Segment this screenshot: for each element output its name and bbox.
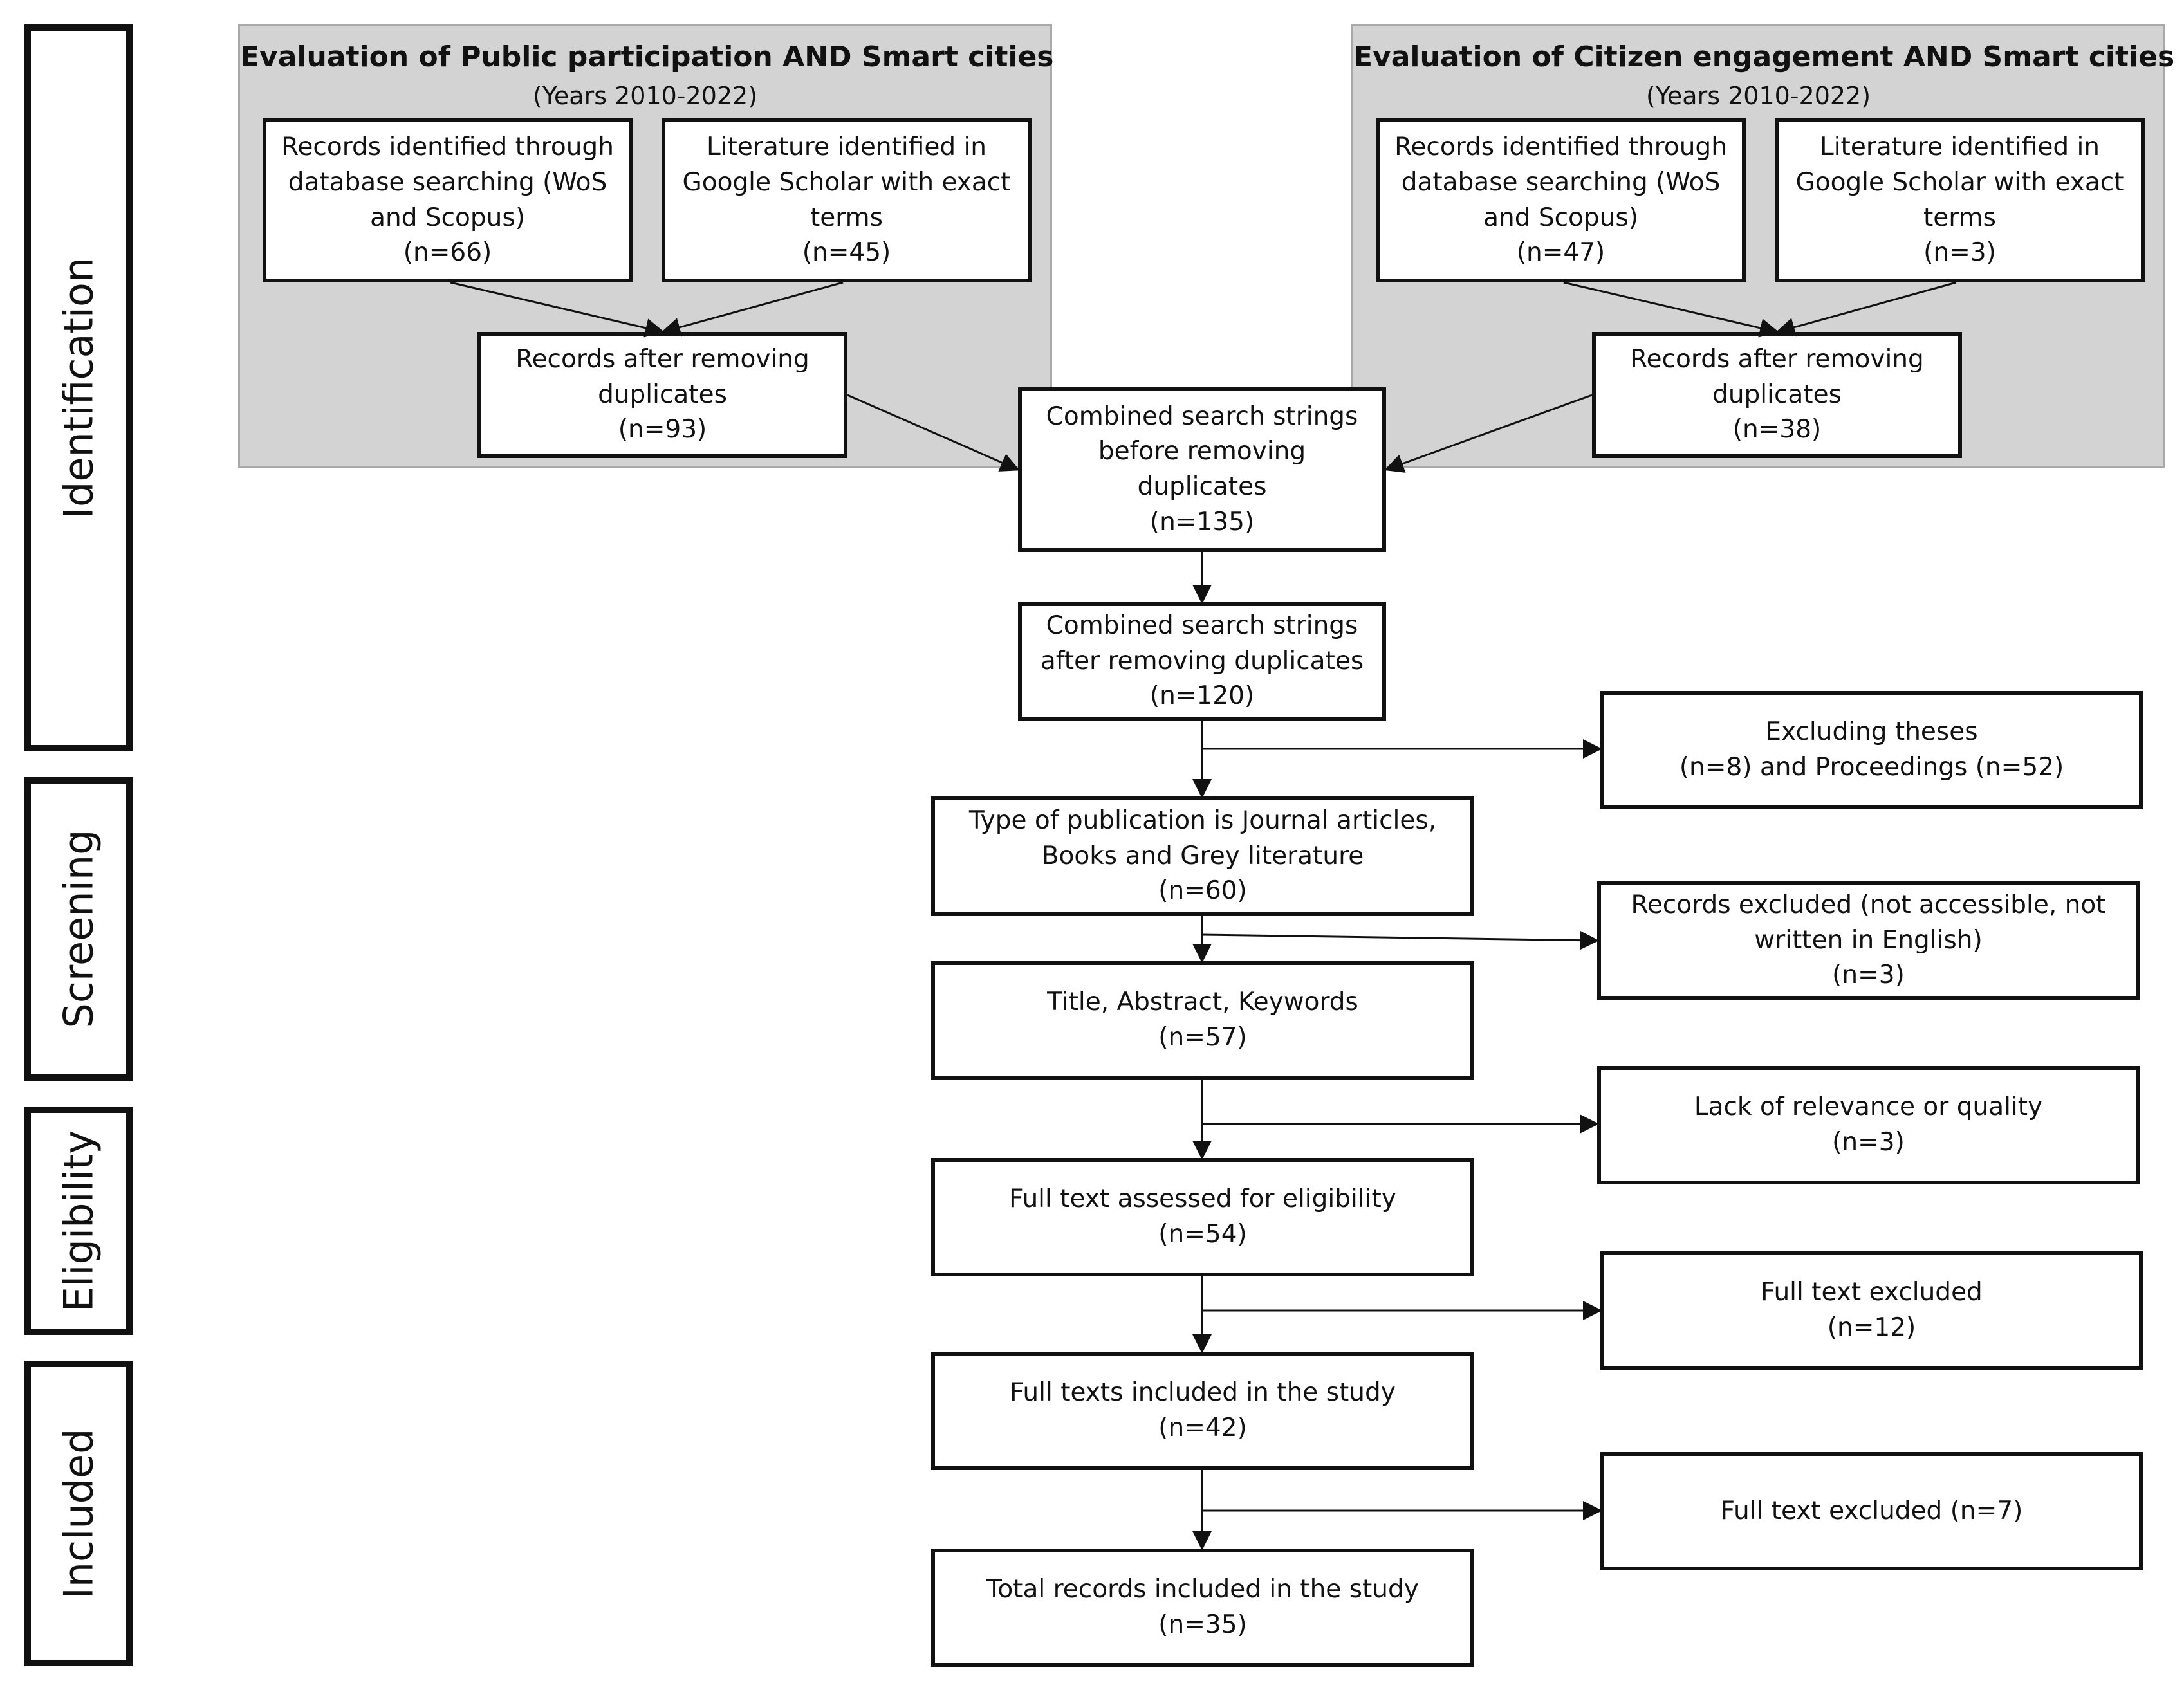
right-after-duplicates-box: Records after removing duplicates (n=38) bbox=[1592, 332, 1962, 458]
publication-type-box: Type of publication is Journal articles,… bbox=[931, 796, 1474, 916]
exclusion-relevance-count: (n=3) bbox=[1832, 1128, 1905, 1157]
left-scholar-box: Literature identified in Google Scholar … bbox=[662, 118, 1032, 282]
right-after-duplicates-text: Records after removing duplicates bbox=[1630, 345, 1924, 409]
exclusion-relevance-text: Lack of relevance or quality bbox=[1694, 1092, 2043, 1122]
exclusion-not-accessible-text: Records excluded (not accessible, not wr… bbox=[1631, 890, 2106, 955]
right-scholar-count: (n=3) bbox=[1923, 238, 1996, 268]
right-group-title: Evaluation of Citizen engagement AND Sma… bbox=[1353, 41, 2175, 73]
combined-before-box: Combined search strings before removing … bbox=[1018, 387, 1386, 552]
stage-identification: Identification bbox=[24, 24, 133, 751]
right-after-duplicates-count: (n=38) bbox=[1732, 415, 1822, 445]
right-scholar-box: Literature identified in Google Scholar … bbox=[1775, 118, 2145, 282]
combined-after-text: Combined search strings after removing d… bbox=[1040, 611, 1364, 676]
combined-before-count: (n=135) bbox=[1149, 507, 1255, 537]
stage-eligibility: Eligibility bbox=[24, 1107, 133, 1335]
exclusion-full-text-12-text: Full text excluded bbox=[1761, 1278, 1983, 1307]
full-text-assessed-box: Full text assessed for eligibility (n=54… bbox=[931, 1158, 1474, 1276]
exclusion-theses-box: Excluding theses (n=8) and Proceedings (… bbox=[1600, 691, 2143, 809]
combined-before-text: Combined search strings before removing … bbox=[1046, 401, 1358, 501]
left-after-duplicates-text: Records after removing duplicates bbox=[515, 345, 810, 409]
full-text-assessed-text: Full text assessed for eligibility bbox=[1009, 1184, 1396, 1214]
exclusion-full-text-12-box: Full text excluded (n=12) bbox=[1600, 1251, 2143, 1370]
stage-included: Included bbox=[24, 1361, 133, 1666]
publication-type-text: Type of publication is Journal articles,… bbox=[968, 806, 1437, 870]
title-abstract-text: Title, Abstract, Keywords bbox=[1047, 988, 1358, 1017]
stage-identification-label: Identification bbox=[55, 257, 102, 519]
right-scholar-text: Literature identified in Google Scholar … bbox=[1795, 133, 2124, 232]
exclusion-relevance-box: Lack of relevance or quality (n=3) bbox=[1597, 1066, 2140, 1184]
full-texts-included-text: Full texts included in the study bbox=[1010, 1378, 1396, 1408]
total-included-text: Total records included in the study bbox=[986, 1575, 1419, 1605]
right-db-records-text: Records identified through database sear… bbox=[1394, 133, 1727, 232]
left-db-records-count: (n=66) bbox=[403, 238, 492, 268]
left-scholar-text: Literature identified in Google Scholar … bbox=[682, 133, 1011, 232]
right-db-records-count: (n=47) bbox=[1516, 238, 1606, 268]
left-after-duplicates-box: Records after removing duplicates (n=93) bbox=[477, 332, 847, 458]
stage-included-label: Included bbox=[55, 1428, 102, 1599]
full-texts-included-box: Full texts included in the study (n=42) bbox=[931, 1352, 1474, 1470]
left-scholar-count: (n=45) bbox=[802, 238, 891, 268]
publication-type-count: (n=60) bbox=[1158, 876, 1247, 906]
left-group-years: (Years 2010-2022) bbox=[532, 82, 758, 110]
arrow-to-exclusion-not-accessible bbox=[1201, 930, 1599, 950]
title-abstract-count: (n=57) bbox=[1158, 1023, 1247, 1052]
left-after-duplicates-count: (n=93) bbox=[618, 415, 707, 445]
combined-after-count: (n=120) bbox=[1149, 681, 1255, 711]
full-texts-included-count: (n=42) bbox=[1158, 1413, 1247, 1442]
stage-screening: Screening bbox=[24, 777, 133, 1081]
total-included-count: (n=35) bbox=[1158, 1610, 1247, 1639]
combined-after-box: Combined search strings after removing d… bbox=[1018, 602, 1386, 721]
left-group-title: Evaluation of Public participation AND S… bbox=[240, 41, 1054, 73]
stage-screening-label: Screening bbox=[55, 829, 102, 1029]
stage-eligibility-label: Eligibility bbox=[55, 1130, 102, 1312]
exclusion-theses-text: Excluding theses bbox=[1765, 717, 1978, 747]
exclusion-full-text-12-count: (n=12) bbox=[1827, 1313, 1916, 1342]
full-text-assessed-count: (n=54) bbox=[1158, 1220, 1247, 1249]
left-db-records-text: Records identified through database sear… bbox=[281, 133, 614, 232]
total-included-box: Total records included in the study (n=3… bbox=[931, 1549, 1474, 1667]
right-group-years: (Years 2010-2022) bbox=[1645, 82, 1871, 110]
exclusion-full-text-7-box: Full text excluded (n=7) bbox=[1600, 1452, 2143, 1570]
exclusion-not-accessible-box: Records excluded (not accessible, not wr… bbox=[1597, 881, 2140, 1000]
exclusion-theses-count: (n=8) and Proceedings (n=52) bbox=[1679, 753, 2064, 782]
exclusion-full-text-7-text: Full text excluded (n=7) bbox=[1720, 1496, 2023, 1525]
title-abstract-box: Title, Abstract, Keywords (n=57) bbox=[931, 961, 1474, 1080]
right-db-records-box: Records identified through database sear… bbox=[1376, 118, 1746, 282]
exclusion-not-accessible-count: (n=3) bbox=[1832, 961, 1905, 990]
left-db-records-box: Records identified through database sear… bbox=[263, 118, 633, 282]
